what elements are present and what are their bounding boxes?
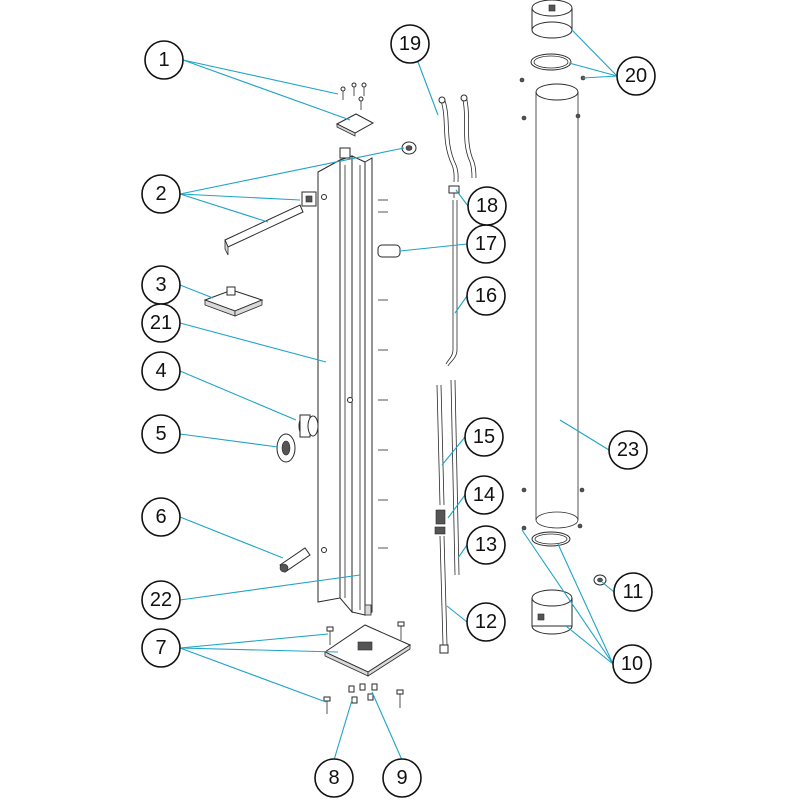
callout-16: 16 <box>466 276 506 316</box>
part-shower-head <box>203 286 264 317</box>
part-fitting-11 <box>593 574 607 586</box>
callout-1: 1 <box>144 40 184 80</box>
callout-6: 6 <box>141 497 181 537</box>
part-small-screws <box>348 683 378 704</box>
part-hook <box>276 433 296 463</box>
svg-text:20: 20 <box>625 65 647 87</box>
svg-text:6: 6 <box>155 506 166 528</box>
svg-text:19: 19 <box>399 33 421 55</box>
part-pipe-12 <box>439 535 449 654</box>
callout-13: 13 <box>466 525 506 565</box>
svg-text:4: 4 <box>155 360 166 382</box>
part-anchor-bolts <box>323 621 405 714</box>
part-column-profile <box>317 147 373 616</box>
part-base-plate <box>323 624 412 677</box>
leader-lines <box>179 29 618 761</box>
svg-text:18: 18 <box>476 195 498 217</box>
part-foot-shower <box>279 547 311 573</box>
svg-text:12: 12 <box>475 611 497 633</box>
svg-text:2: 2 <box>155 183 166 205</box>
part-connector-top <box>401 141 417 155</box>
part-hoses <box>438 94 477 183</box>
part-top-cap <box>531 0 573 39</box>
part-bottom-cap <box>531 589 573 635</box>
callout-12: 12 <box>466 602 506 642</box>
callout-20: 20 <box>616 56 656 96</box>
svg-text:23: 23 <box>617 439 639 461</box>
callout-8: 8 <box>314 758 354 798</box>
svg-text:17: 17 <box>475 233 497 255</box>
svg-text:10: 10 <box>621 653 643 675</box>
part-shower-arm <box>224 191 317 256</box>
callout-9: 9 <box>382 758 422 798</box>
part-bottom-ring <box>531 531 571 547</box>
svg-text:9: 9 <box>396 767 407 789</box>
svg-text:8: 8 <box>328 767 339 789</box>
svg-text:16: 16 <box>475 285 497 307</box>
callout-18: 18 <box>467 186 507 226</box>
callout-4: 4 <box>141 351 181 391</box>
callout-19: 19 <box>390 24 430 64</box>
svg-text:13: 13 <box>475 534 497 556</box>
part-pipe-16 <box>445 200 458 367</box>
callout-5: 5 <box>141 414 181 454</box>
svg-text:21: 21 <box>150 312 172 334</box>
callout-7: 7 <box>141 628 181 668</box>
callout-3: 3 <box>141 265 181 305</box>
part-mixer-14 <box>434 509 446 535</box>
callout-21: 21 <box>141 303 181 343</box>
part-top-ring <box>530 53 572 71</box>
svg-text:3: 3 <box>155 274 166 296</box>
callout-22: 22 <box>141 580 181 620</box>
part-clip-17 <box>377 244 401 258</box>
svg-text:15: 15 <box>473 426 495 448</box>
svg-text:11: 11 <box>623 581 644 603</box>
svg-text:5: 5 <box>155 423 166 445</box>
part-mixer-knob <box>298 414 319 438</box>
part-pipe-15 <box>436 379 460 576</box>
callout-2: 2 <box>141 174 181 214</box>
svg-text:7: 7 <box>155 637 166 659</box>
callout-23: 23 <box>608 430 648 470</box>
svg-text:22: 22 <box>150 589 172 611</box>
callout-11: 11 <box>613 572 653 612</box>
part-tube-screws <box>519 75 586 531</box>
svg-text:1: 1 <box>158 49 169 71</box>
callout-15: 15 <box>464 417 504 457</box>
svg-text:14: 14 <box>473 484 495 506</box>
part-tube <box>535 83 579 529</box>
callout-14: 14 <box>464 475 504 515</box>
callout-10: 10 <box>612 644 652 684</box>
part-top-plate <box>335 113 375 137</box>
callout-17: 17 <box>466 224 506 264</box>
part-valve-18 <box>448 185 460 198</box>
part-screws-top <box>340 82 367 110</box>
